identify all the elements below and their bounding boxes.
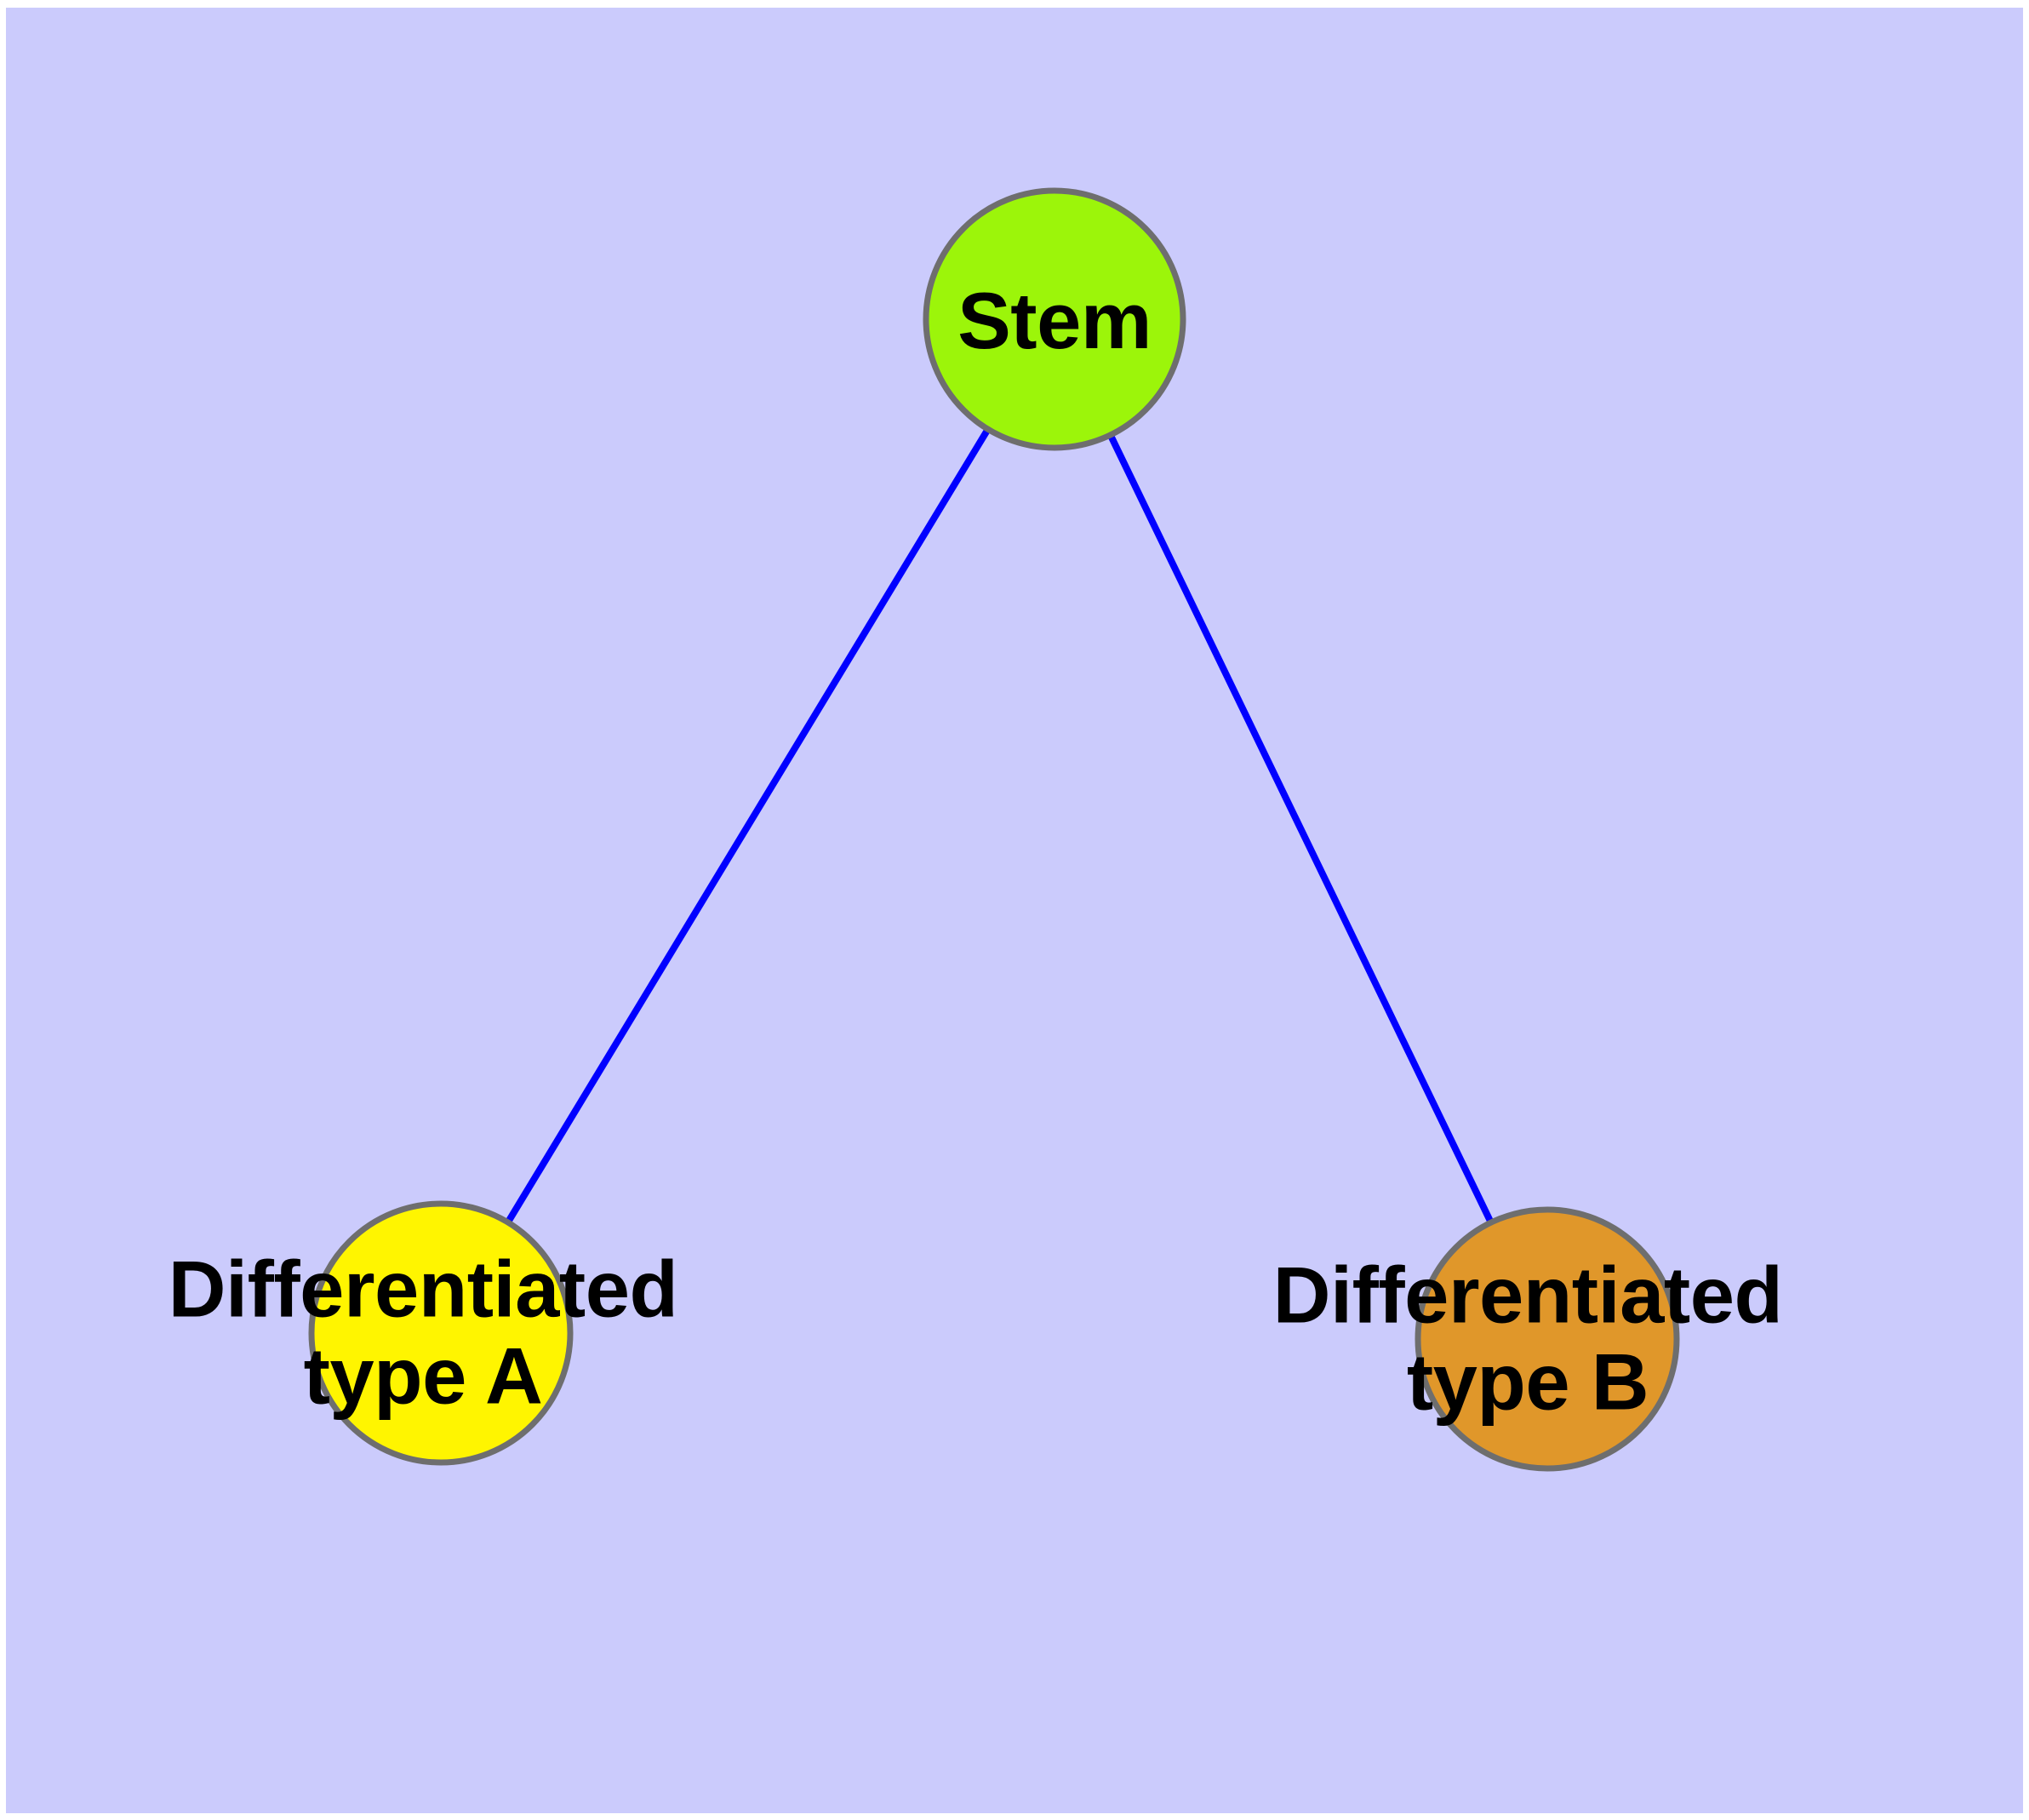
- node-differentiated-type-a[interactable]: [308, 1200, 574, 1466]
- edge-group: [437, 317, 1551, 1341]
- edge-stem-to-differentiated-type-a[interactable]: [437, 317, 1058, 1336]
- edge-stem-to-differentiated-type-b[interactable]: [1051, 318, 1551, 1341]
- node-group: [308, 187, 1680, 1472]
- node-differentiated-type-b[interactable]: [1415, 1206, 1680, 1472]
- node-stem[interactable]: [923, 187, 1186, 451]
